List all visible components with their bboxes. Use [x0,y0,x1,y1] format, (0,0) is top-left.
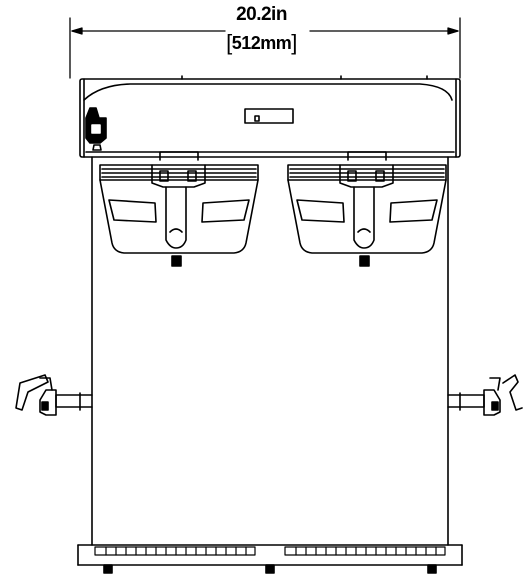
display-window [244,108,294,124]
brew-funnel-left [99,151,259,267]
width-mm-label: [512mm] [0,29,523,55]
brewer-body [77,156,463,566]
drip-tray [94,546,446,556]
faucet-right [447,374,523,416]
feet [103,564,437,574]
bracket-right: ] [291,30,297,55]
brewer-head [79,75,461,158]
bracket-left: [ [226,30,232,55]
power-switch [85,107,107,151]
faucet-left [15,374,93,416]
width-mm-value: 512mm [231,33,292,53]
width-dimension-line [69,17,461,79]
width-inches-label: 20.2in [236,4,287,25]
brew-funnel-right [287,151,447,267]
